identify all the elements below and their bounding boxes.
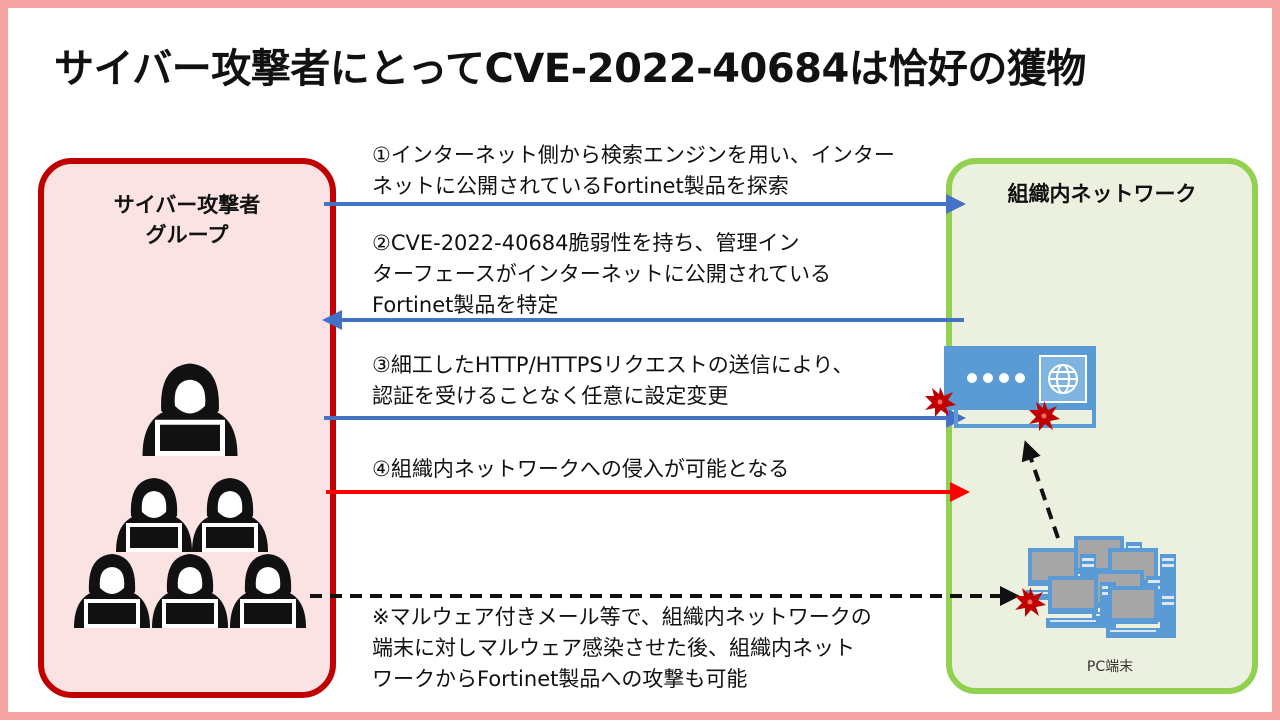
pc-cluster-icon [1026, 536, 1176, 638]
step-3-text: ③細工したHTTP/HTTPSリクエストの送信により、 認証を受けることなく任意… [372, 350, 853, 412]
note-line-1: ※マルウェア付きメール等で、組織内ネットワークの [372, 605, 872, 629]
pc-terminal-label: PC端末 [1086, 659, 1134, 675]
step-4-text: ④組織内ネットワークへの侵入が可能となる [372, 454, 789, 485]
hacker-icon [230, 554, 306, 628]
step-1-text: ①インターネット側から検索エンジンを用い、インター ネットに公開されているFor… [372, 140, 895, 202]
step-2-line-2: ターフェースがインターネットに公開されている [372, 262, 832, 286]
step-3-line-1: ③細工したHTTP/HTTPSリクエストの送信により、 [372, 353, 854, 377]
firewall-device-icon [944, 346, 1096, 428]
hacker-icon [74, 554, 150, 628]
attacker-label-line-2: グループ [145, 223, 229, 247]
page-title: サイバー攻撃者にとってCVE-2022-40684は恰好の獲物 [54, 46, 1086, 92]
hacker-icon [152, 554, 228, 628]
step-4-line-1: ④組織内ネットワークへの侵入が可能となる [372, 457, 790, 481]
hacker-icon [116, 478, 192, 552]
step-2-text: ②CVE-2022-40684脆弱性を持ち、管理イン ターフェースがインターネッ… [372, 228, 831, 321]
note-line-3: ワークからFortinet製品への攻撃も可能 [372, 667, 748, 691]
globe-icon [1048, 364, 1078, 394]
diagram-graphics [74, 194, 1176, 638]
attacker-label-line-1: サイバー攻撃者 [113, 193, 261, 217]
arrow-internal-attack [1021, 440, 1060, 539]
note-text: ※マルウェア付きメール等で、組織内ネットワークの 端末に対しマルウェア感染させた… [372, 602, 872, 695]
step-2-line-1: ②CVE-2022-40684脆弱性を持ち、管理イン [372, 231, 800, 255]
step-1-line-2: ネットに公開されているFortinet製品を探索 [372, 174, 789, 198]
step-3-line-2: 認証を受けることなく任意に設定変更 [372, 384, 729, 408]
organization-network-label: 組織内ネットワーク [1007, 182, 1197, 206]
hacker-icon [192, 478, 268, 552]
step-2-line-3: Fortinet製品を特定 [372, 293, 559, 317]
attacker-group-label: サイバー攻撃者 グループ [44, 190, 330, 250]
step-1-line-1: ①インターネット側から検索エンジンを用い、インター [372, 143, 895, 167]
hacker-group-icon [74, 363, 306, 628]
hacker-icon [142, 363, 238, 456]
note-line-2: 端末に対しマルウェア感染させた後、組織内ネット [372, 636, 855, 660]
